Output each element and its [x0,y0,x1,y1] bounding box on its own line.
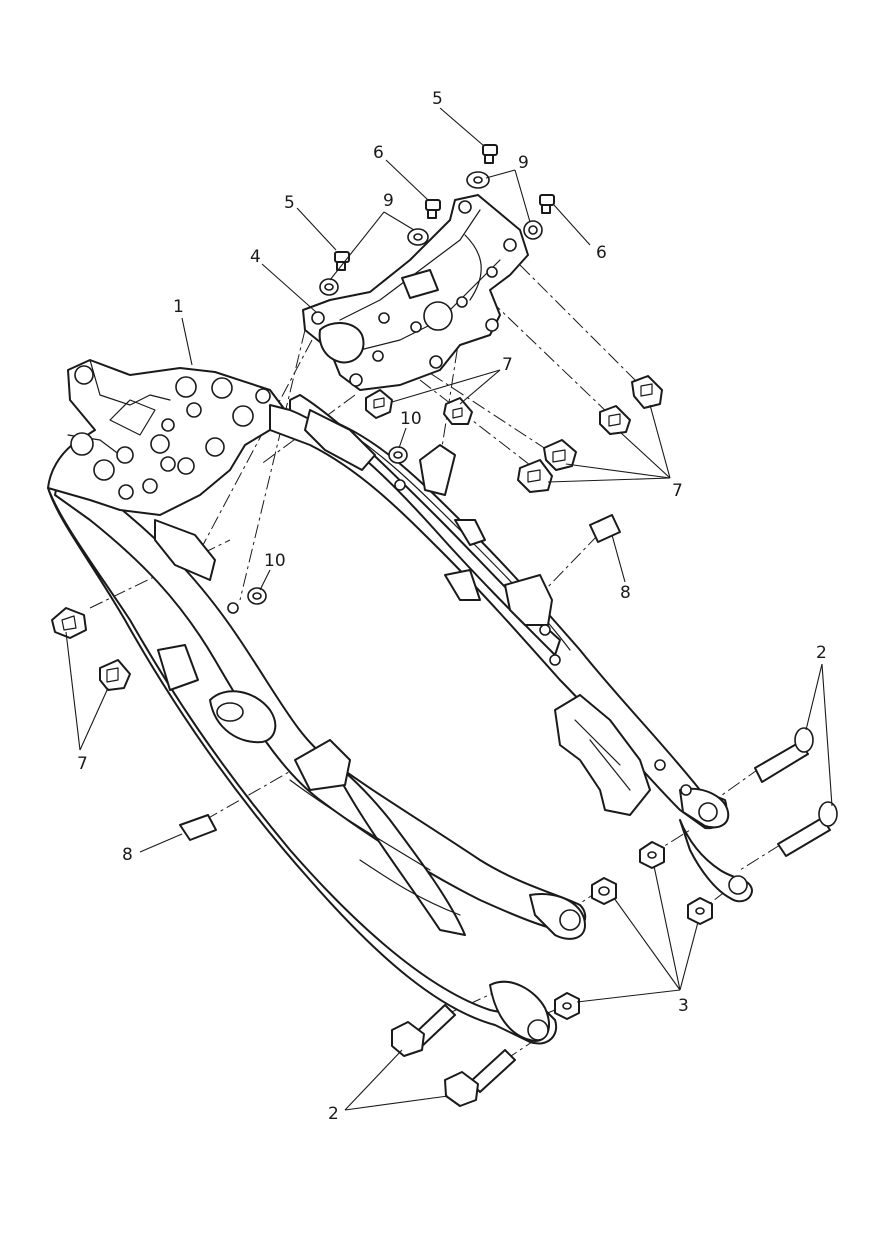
screw-6-right [539,194,555,214]
clip-nuts-7 [51,375,663,691]
callout-2-bottom: 2 [328,1104,339,1124]
screw-6-left [425,199,441,219]
screw-5-top [482,144,498,164]
leader-lines [65,107,833,1111]
callout-7-top: 7 [502,355,513,375]
callout-5-left: 5 [284,193,295,213]
callout-1: 1 [173,297,184,317]
rear-subframe [47,359,753,1045]
callout-7-left: 7 [77,754,88,774]
callout-numbers: 1 5 6 9 5 9 6 4 7 10 7 10 8 2 7 8 3 2 [77,89,827,1124]
mounting-bracket [302,194,529,391]
callout-8-left: 8 [122,845,133,865]
callout-8-right: 8 [620,583,631,603]
callout-9-left: 9 [383,191,394,211]
callout-10-top: 10 [400,409,422,429]
callout-6-right: 6 [596,243,607,263]
bolts-2 [391,727,838,1107]
nuts-3 [554,841,713,1020]
callout-7-right: 7 [672,481,683,501]
screw-5-left [334,251,350,271]
callout-10-left: 10 [264,551,286,571]
callout-2-right: 2 [816,643,827,663]
callout-6-left: 6 [373,143,384,163]
callout-4: 4 [250,247,261,267]
callout-9-right: 9 [518,153,529,173]
callout-3: 3 [678,996,689,1016]
spacers-10 [247,446,408,605]
callout-5-top: 5 [432,89,443,109]
washers-9 [319,171,543,296]
